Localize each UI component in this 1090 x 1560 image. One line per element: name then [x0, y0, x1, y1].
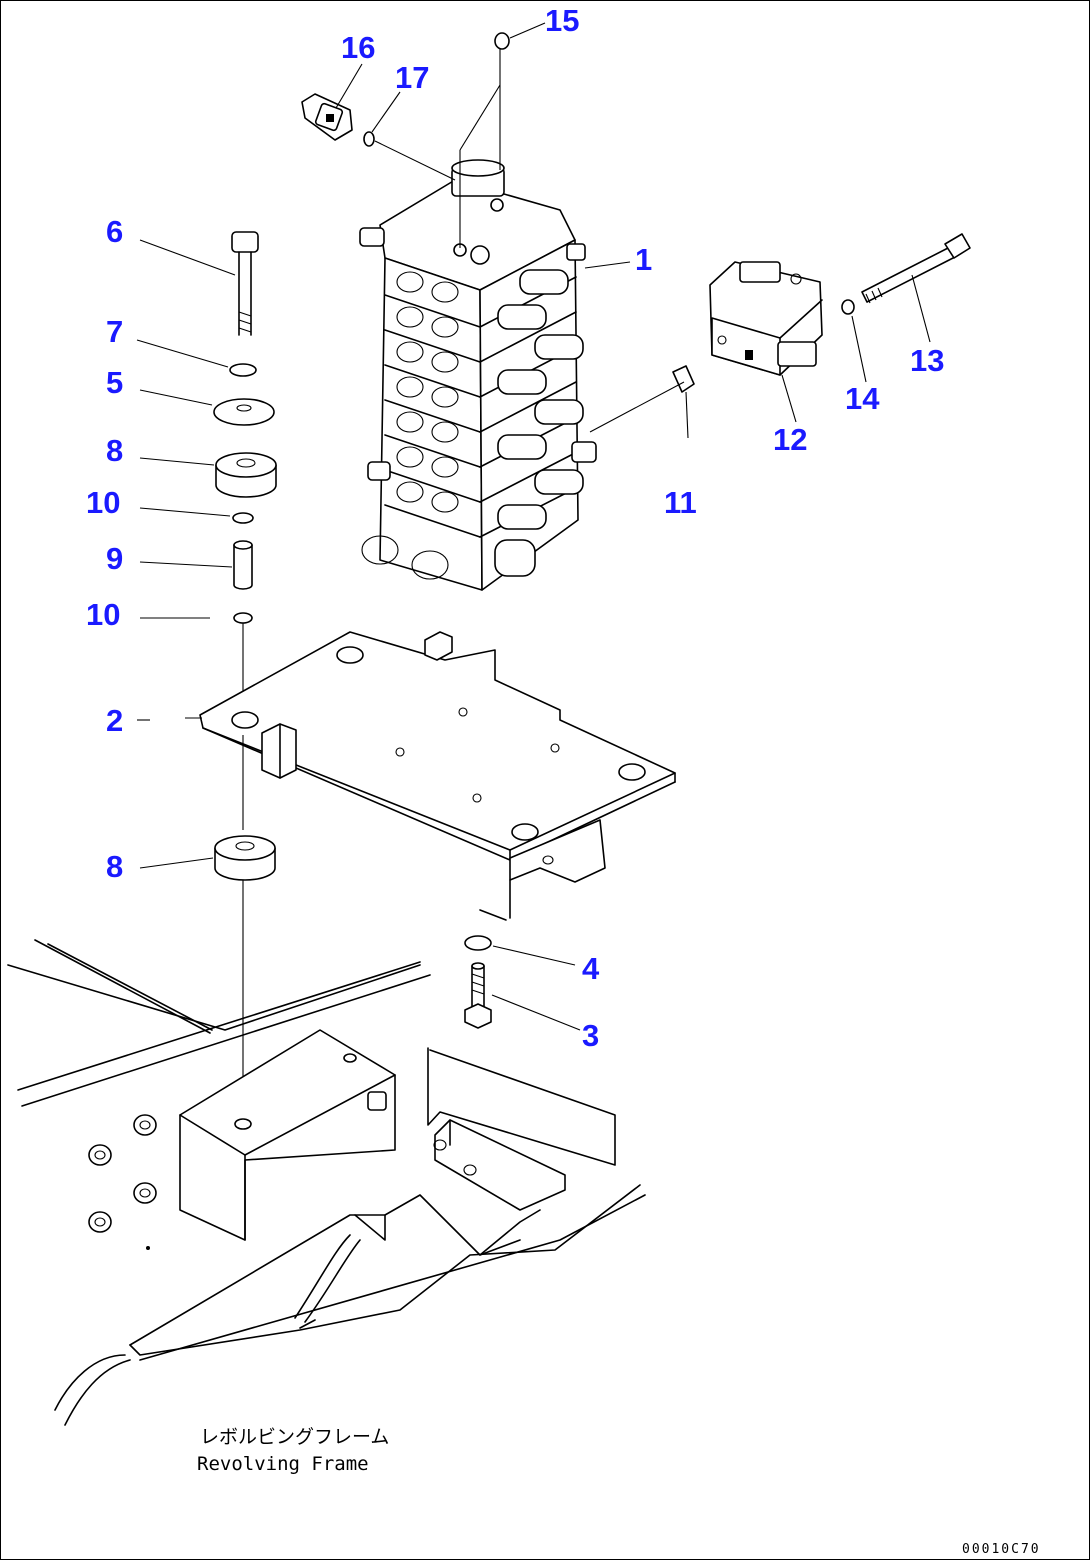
frame-caption-english: Revolving Frame	[197, 1453, 369, 1475]
callout-17: 11	[664, 485, 697, 520]
collar-9	[233, 540, 253, 590]
cap-part	[672, 365, 695, 393]
leader-lines	[136, 22, 631, 1031]
callout-15: 13	[910, 343, 944, 378]
callout-14: 12	[773, 422, 807, 457]
plate-5	[213, 398, 275, 426]
callout-3: 3	[582, 1018, 599, 1053]
control-valve-assembly	[359, 159, 597, 591]
callout-8-lower: 8	[106, 849, 123, 884]
callout-1: 1	[635, 242, 652, 277]
ring-10-upper	[232, 512, 254, 524]
callout-5: 5	[106, 365, 123, 400]
washer-7	[229, 363, 257, 377]
callout-9: 9	[106, 541, 123, 576]
callout-6: 6	[106, 214, 123, 249]
cushion-8-upper	[215, 452, 277, 498]
bolt-3	[464, 962, 492, 1029]
callout-16: 14	[845, 381, 880, 416]
callout-11: 15	[545, 3, 579, 38]
frame-caption-japanese: レボルビングフレーム	[200, 1426, 389, 1448]
callout-4: 4	[582, 951, 600, 986]
bolt-6	[231, 231, 259, 336]
washer-4	[464, 935, 492, 951]
callout-8-upper: 8	[106, 433, 123, 468]
callout-12: 16	[341, 30, 375, 65]
mounting-bracket	[199, 631, 676, 921]
callout-labels: 15 16 17 1 6 7 5 8 10 9 10 2 8 4 3 12 13…	[86, 3, 944, 1053]
callout-10-lower: 10	[86, 597, 120, 632]
callout-7: 7	[106, 314, 123, 349]
solenoid-valve-block	[709, 261, 823, 376]
ring-10-lower	[233, 612, 253, 624]
callout-10-upper: 10	[86, 485, 120, 520]
callout-13: 17	[395, 60, 429, 95]
washer-small	[841, 299, 855, 315]
o-ring-part	[363, 131, 375, 147]
cushion-8-lower	[214, 835, 276, 881]
pressure-sensor-part	[301, 93, 353, 141]
bolt-long	[861, 233, 971, 304]
revolving-frame	[7, 939, 646, 1426]
callout-2: 2	[106, 703, 123, 738]
plug-part	[494, 32, 510, 50]
drawing-code: 00010C70	[962, 1542, 1041, 1557]
